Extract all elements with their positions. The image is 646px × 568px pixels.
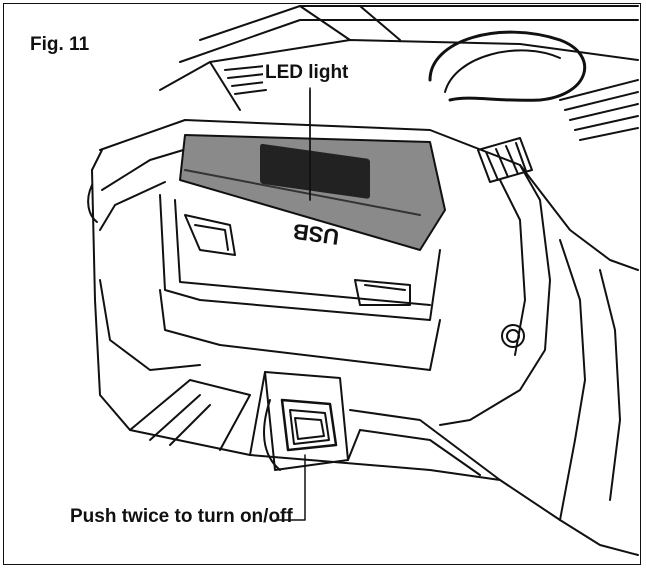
main-body	[87, 119, 639, 556]
led-light-bar	[179, 89, 446, 251]
figure-number-label: Fig. 11	[30, 34, 90, 55]
usb-port-frame	[159, 194, 441, 321]
callout-leaders	[274, 87, 311, 521]
led-light-callout: LED light	[263, 62, 351, 84]
top-housing	[159, 5, 639, 183]
led-dot-grid	[260, 143, 370, 199]
button-callout-leader	[274, 454, 306, 521]
usb-marking: USB	[291, 219, 340, 250]
push-button-callout: Push twice to turn on/off	[70, 506, 293, 527]
bottom-flap	[159, 289, 441, 371]
figure-frame	[3, 3, 641, 565]
power-push-button	[249, 371, 361, 471]
